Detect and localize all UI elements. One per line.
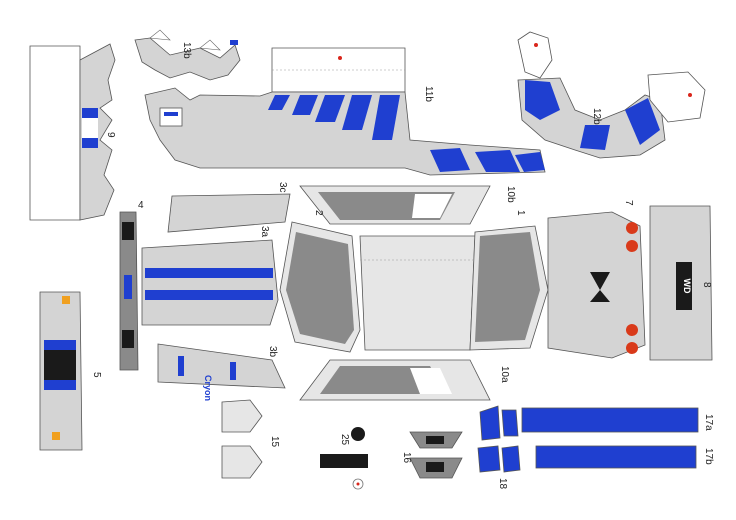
part-1-center-body: 1	[359, 210, 549, 351]
part-label-8: 8	[701, 282, 712, 288]
marker-dot-icon	[338, 56, 342, 60]
part-10b-side-window: 10b	[299, 185, 516, 225]
taillight-icon	[626, 240, 638, 252]
part-label-4: 4	[138, 200, 144, 211]
part-3b-panel: Cryon 3b	[157, 343, 286, 401]
part-label-11b: 11b	[423, 86, 434, 102]
part-label-2: 2	[313, 210, 324, 216]
part-7-rear-panel: 7	[547, 200, 646, 359]
marker-dot-icon	[534, 43, 538, 47]
part-11b-side-body: 11b	[144, 47, 546, 176]
marker-dot-icon	[688, 93, 692, 97]
part-3c-panel: 3c	[167, 182, 291, 233]
part-10a-side-window: 10a	[299, 359, 510, 401]
taillight-icon	[626, 222, 638, 234]
part-13b-fender: 13b	[134, 29, 241, 81]
part-label-18: 18	[497, 478, 508, 490]
taillight-icon	[626, 324, 638, 336]
part-label-16: 16	[401, 452, 412, 464]
part-label-10b: 10b	[505, 186, 516, 203]
part-17b-strip: 17b	[535, 445, 714, 469]
part-12b-fender: 12b	[517, 31, 706, 159]
part-25-wheel: 25	[320, 427, 368, 490]
part-label-17b: 17b	[703, 448, 714, 465]
part-label-3a: 3a	[259, 226, 270, 238]
part-3a-hood: 3a	[141, 226, 279, 326]
part-5-front-bumper: 5	[39, 291, 102, 451]
part-15-mirror: 15	[221, 399, 280, 479]
part-label-3c: 3c	[277, 182, 288, 193]
part-label-15: 15	[269, 436, 280, 448]
part-9-roof: 9	[29, 43, 116, 221]
part-label-25: 25	[339, 434, 350, 446]
part-8-rear-bumper: WD 8	[649, 205, 713, 361]
part-2-windshield: 2	[279, 210, 361, 353]
part-4-grille: 4	[119, 200, 144, 371]
part-label-13b: 13b	[181, 42, 192, 59]
part-label-3b: 3b	[267, 346, 278, 358]
part-17a-strip: 17a	[479, 405, 714, 441]
part-label-5: 5	[91, 372, 102, 378]
part-16-vents: 16	[401, 431, 463, 479]
part-label-12b: 12b	[591, 108, 602, 125]
part-label-1: 1	[515, 210, 526, 216]
license-plate-text: WD	[682, 279, 692, 294]
decal-text: Cryon	[203, 375, 213, 401]
part-label-17a: 17a	[703, 414, 714, 431]
part-18-piece: 18	[477, 445, 521, 490]
part-label-10a: 10a	[499, 366, 510, 383]
part-label-7: 7	[623, 200, 634, 206]
part-label-9: 9	[105, 132, 116, 138]
taillight-icon	[626, 342, 638, 354]
